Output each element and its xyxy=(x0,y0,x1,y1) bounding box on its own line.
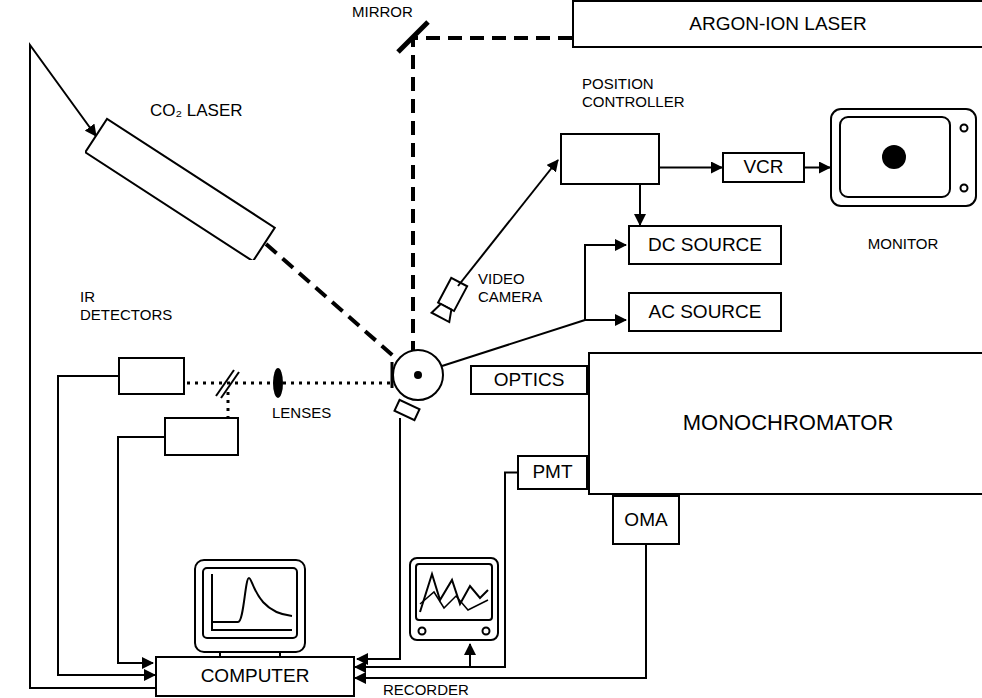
signal-connector xyxy=(355,473,517,668)
controller-box: POSITION CONTROLLER xyxy=(558,75,693,187)
lens xyxy=(273,368,283,398)
node-label: PMT xyxy=(532,462,572,483)
computer-monitor xyxy=(195,560,305,656)
node-label: VCR xyxy=(743,157,783,178)
node-label: ARGON-ION LASER xyxy=(689,14,866,35)
box-outline xyxy=(560,133,660,185)
part-label: MIRROR xyxy=(352,3,432,21)
laser-tube xyxy=(85,100,285,260)
node-label: OPTICS xyxy=(494,370,565,391)
monochromator-box: MONOCHROMATOR xyxy=(588,352,982,495)
optics-box: OPTICS xyxy=(470,365,588,395)
argon-beam xyxy=(413,38,572,350)
node-label: POSITION CONTROLLER xyxy=(582,75,692,111)
camera-cable xyxy=(458,160,558,286)
signal-connector xyxy=(639,185,641,225)
chamber-window xyxy=(391,362,394,388)
mirror xyxy=(398,22,428,52)
part-label: RECORDER xyxy=(383,681,483,698)
ir-beam xyxy=(187,382,390,385)
node-label: COMPUTER xyxy=(201,666,310,687)
ir-detector-box xyxy=(165,418,238,455)
signal-connector xyxy=(805,167,830,169)
detector-wire xyxy=(118,437,165,663)
source-box: DC SOURCE xyxy=(628,225,782,265)
sample-dot xyxy=(414,371,422,379)
video-monitor: MONITOR xyxy=(828,105,978,260)
box-outline xyxy=(118,357,185,395)
source-wire xyxy=(585,245,626,320)
device-box: VCR xyxy=(722,152,805,183)
laser-box: CO₂ LASER xyxy=(85,100,285,260)
node-label: MONITOR xyxy=(828,235,978,253)
node-label: AC SOURCE xyxy=(649,302,762,323)
signal-connector xyxy=(355,545,646,678)
detector-box: PMT xyxy=(517,455,588,490)
monitor-icon xyxy=(830,108,977,208)
detector-wire xyxy=(357,418,400,659)
video-camera xyxy=(432,277,468,322)
node-label: CO₂ LASER xyxy=(150,102,280,120)
ir-beam-split xyxy=(227,392,230,417)
oscilloscope xyxy=(410,558,498,640)
node-label: DC SOURCE xyxy=(648,235,762,256)
detector-box: IR DETECTORS xyxy=(78,288,188,398)
part-label: VIDEO CAMERA xyxy=(478,270,568,306)
laser-box: ARGON-ION LASER xyxy=(572,0,982,48)
node-label: IR DETECTORS xyxy=(80,288,180,324)
scope-feed xyxy=(470,644,505,667)
co2-beam xyxy=(266,244,398,360)
signal-connector xyxy=(58,376,155,675)
chamber-detector xyxy=(394,400,419,420)
source-box: AC SOURCE xyxy=(628,292,782,332)
computer-box: COMPUTER xyxy=(155,656,355,697)
beam-splitter xyxy=(221,372,239,398)
part-label: LENSES xyxy=(272,404,352,422)
signal-connector xyxy=(660,167,722,169)
node-label: MONOCHROMATOR xyxy=(683,411,894,435)
sample-chamber xyxy=(393,350,443,400)
source-wire xyxy=(585,319,626,321)
detector-box: OMA xyxy=(612,495,680,545)
chamber-wire xyxy=(442,320,585,366)
node-label: OMA xyxy=(624,510,667,531)
